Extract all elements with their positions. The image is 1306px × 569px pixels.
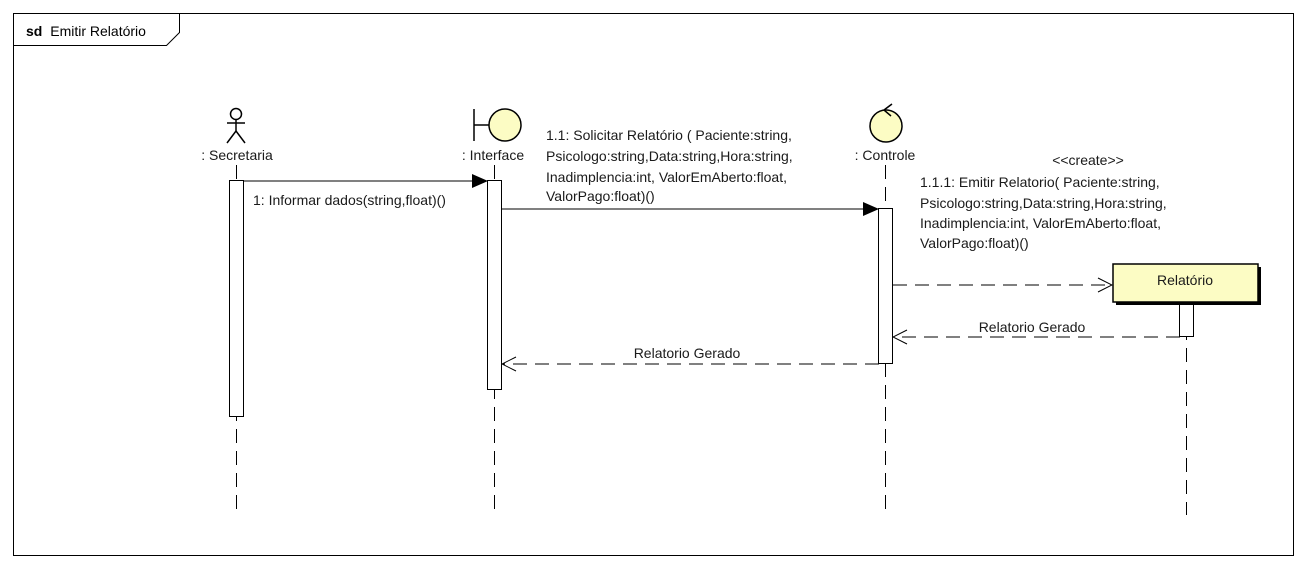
activation-controle: [878, 208, 893, 364]
message-1-1-1-line-4: ValorPago:float)(): [920, 235, 1029, 251]
lifeline-controle-name: : Controle: [855, 147, 916, 163]
message-1-1-1-stereotype: <<create>>: [1052, 152, 1124, 168]
frame-title-tab: [13, 13, 180, 46]
lifeline-secretaria-name: : Secretaria: [201, 147, 273, 163]
message-1-1-line-1: 1.1: Solicitar Relatório ( Paciente:stri…: [546, 127, 792, 143]
frame-title: sd Emitir Relatório: [26, 23, 146, 39]
return-relatorio-label: Relatorio Gerado: [979, 319, 1086, 335]
message-1-1-line-4: ValorPago:float)(): [546, 188, 655, 204]
return-controle-label: Relatorio Gerado: [634, 345, 741, 361]
message-1-1-line-2: Psicologo:string,Data:string,Hora:string…: [546, 148, 793, 164]
boundary-icon: [473, 108, 522, 142]
lifeline-relatorio-name: Relatório: [1157, 272, 1213, 288]
message-1-label: 1: Informar dados(string,float)(): [253, 192, 446, 208]
message-1-1-label: 1.1: Solicitar Relatório ( Paciente:stri…: [546, 127, 797, 204]
message-1-1-1-line-1: 1.1.1: Emitir Relatorio( Paciente:string…: [920, 174, 1160, 190]
lifeline-interface-name: : Interface: [462, 147, 524, 163]
activation-secretaria: [229, 180, 244, 417]
actor-icon: [226, 107, 246, 144]
relatorio-object-box: [1112, 263, 1259, 303]
frame-keyword: sd: [26, 23, 42, 39]
activation-interface: [487, 180, 502, 390]
message-1-1-1-line-2: Psicologo:string,Data:string,Hora:string…: [920, 195, 1167, 211]
message-1-1-1-label: 1.1.1: Emitir Relatorio( Paciente:string…: [920, 174, 1171, 251]
frame-name: Emitir Relatório: [50, 23, 146, 39]
message-1-1-1-line-3: Inadimplencia:int, ValorEmAberto:float,: [920, 215, 1161, 231]
message-1-1-line-3: Inadimplencia:int, ValorEmAberto:float,: [546, 169, 787, 185]
activation-relatorio: [1179, 304, 1194, 337]
control-icon: [869, 103, 903, 143]
